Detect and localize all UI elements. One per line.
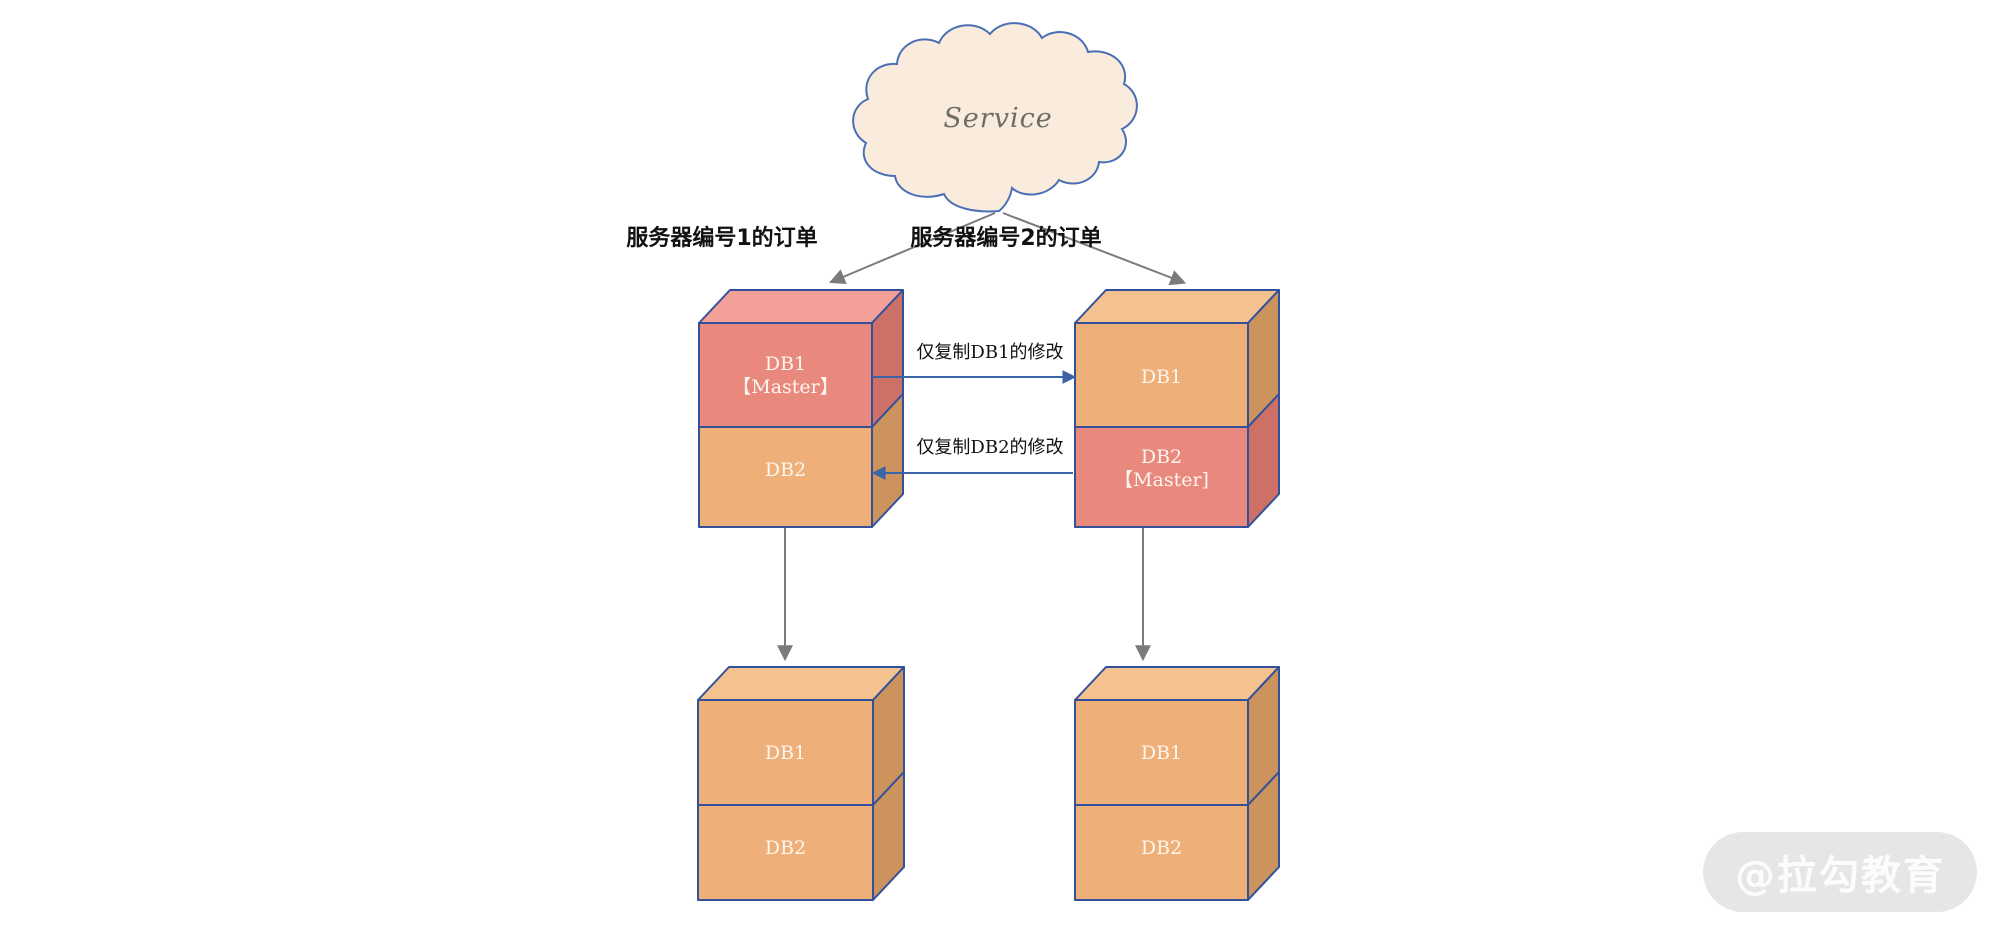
branch-arrow-server2 [1002,212,1187,286]
service-cloud [852,22,1138,213]
server2-primary-stack [1074,289,1280,528]
server1-replica-db1-label: DB1 [764,742,807,764]
server2-db2-label: DB2 【Master] [1075,446,1248,492]
server2-db1-label: DB1 [1140,366,1183,388]
server2-replica-db1-top-face [1074,666,1280,701]
server2-db2-name: DB2 [1140,446,1183,468]
watermark-badge: @拉勾教育 [1703,832,1977,912]
server2-replica-db2-front-face [1074,804,1249,901]
replicate-db2-arrow-label: 仅复制DB2的修改 [916,437,1064,458]
server1-replica-db2-label: DB2 [764,837,807,859]
server1-db2-label: DB2 [764,459,807,481]
server2-replica-db1-label: DB1 [1140,742,1183,764]
service-cloud-label: Service [943,103,1053,134]
server1-db1-role: 【Master】 [732,376,839,398]
branch-arrow-server1 [828,212,996,285]
server2-db2-front-face [1074,426,1249,528]
server1-db2-front-face [698,426,873,528]
server1-replica-db1-top-face [697,666,905,701]
server2-replica-stack [1074,666,1280,901]
branch-label-server1: 服务器编号1的订单 [626,226,818,251]
server1-primary-stack [698,289,904,528]
server1-db1-top-face [698,289,904,324]
replicate-db1-arrow-label: 仅复制DB1的修改 [916,342,1064,363]
branch-label-server2: 服务器编号2的订单 [910,226,1102,251]
server2-replica-db2-label: DB2 [1140,837,1183,859]
server1-replica-stack [697,666,905,901]
server2-db2-role: 【Master] [1114,469,1209,491]
server1-db1-label: DB1 【Master】 [699,353,872,399]
watermark-text: @拉勾教育 [1735,853,1945,899]
server1-db1-name: DB1 [764,353,807,375]
server2-db1-top-face [1074,289,1280,324]
server1-replica-db2-front-face [697,804,874,901]
